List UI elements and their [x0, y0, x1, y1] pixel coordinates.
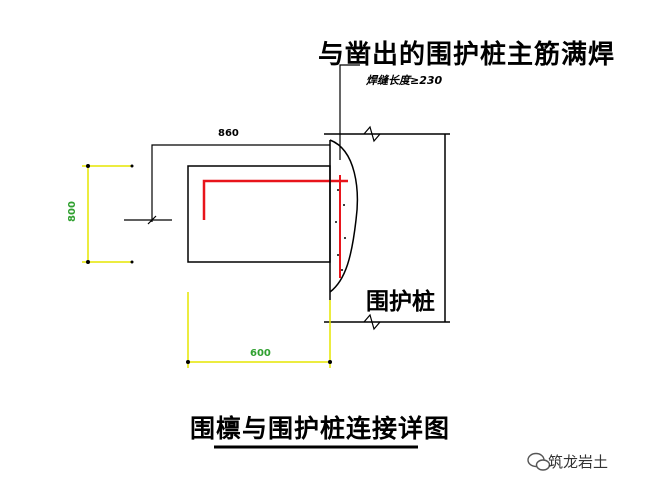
drawing-title: 围檩与围护桩连接详图: [190, 414, 451, 443]
dim-left-text: 800: [66, 201, 78, 222]
weld-note: 与凿出的围护桩主筋满焊: [318, 40, 616, 70]
pile-face-bulge: [329, 139, 359, 293]
dim-top-line: [151, 144, 330, 222]
watermark-text: 筑龙岩土: [548, 453, 609, 471]
hatch-dots: [335, 189, 346, 271]
weld-length-note: 焊缝长度≥230: [366, 74, 443, 87]
dim-bottom-text: 600: [250, 348, 271, 359]
watermark: 筑龙岩土: [548, 451, 608, 472]
rebar-line: [202, 179, 348, 220]
dim-top-text: 860: [218, 128, 239, 139]
weld-leader: [339, 64, 360, 160]
pile-label: 围护桩: [366, 289, 435, 315]
break-mark-bottom: [363, 313, 381, 331]
break-mark-top: [363, 125, 381, 143]
wechat-icon: [527, 452, 551, 471]
